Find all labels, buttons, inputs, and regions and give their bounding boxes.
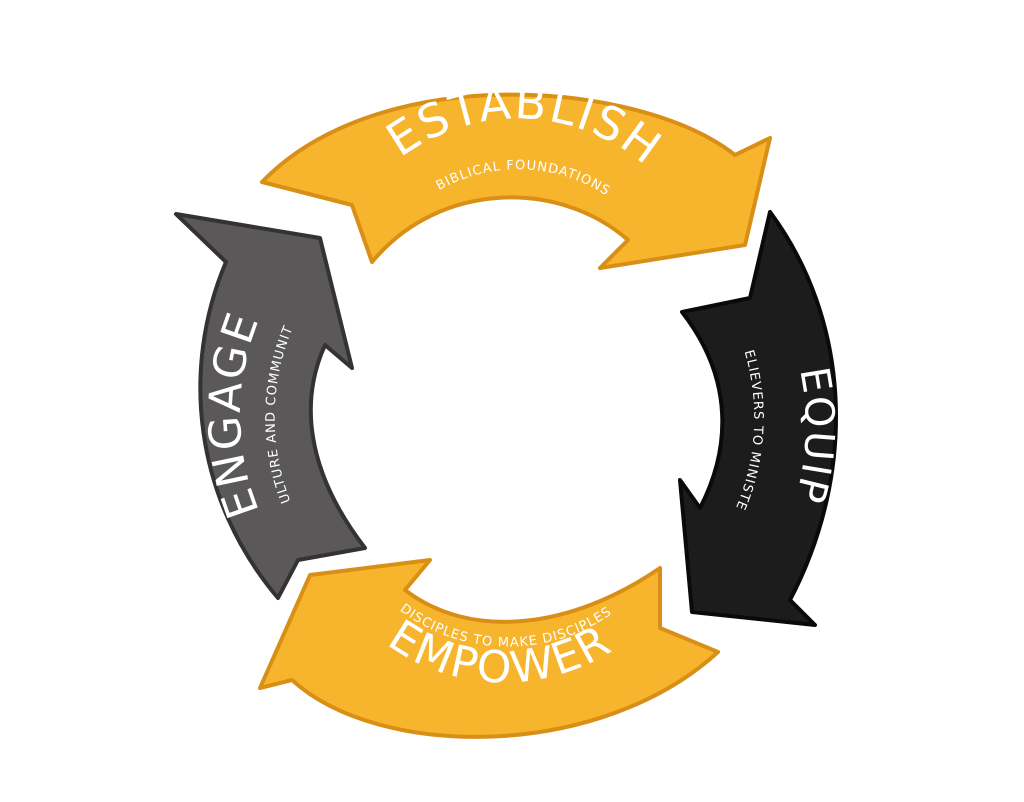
engage-arrow-shape <box>174 212 367 600</box>
establish-arrow: ESTABLISH BIBLICAL FOUNDATIONS <box>260 75 772 270</box>
empower-arrow-shape <box>258 558 720 739</box>
equip-arrow: EQUIP BELIEVERS TO MINISTER <box>678 210 838 627</box>
engage-arrow: ENGAGE CULTURE AND COMMUNITY <box>0 0 367 600</box>
establish-arrow-shape <box>260 92 772 270</box>
equip-arrow-shape <box>678 210 838 627</box>
empower-arrow: EMPOWER DISCIPLES TO MAKE DISCIPLES <box>258 558 720 739</box>
